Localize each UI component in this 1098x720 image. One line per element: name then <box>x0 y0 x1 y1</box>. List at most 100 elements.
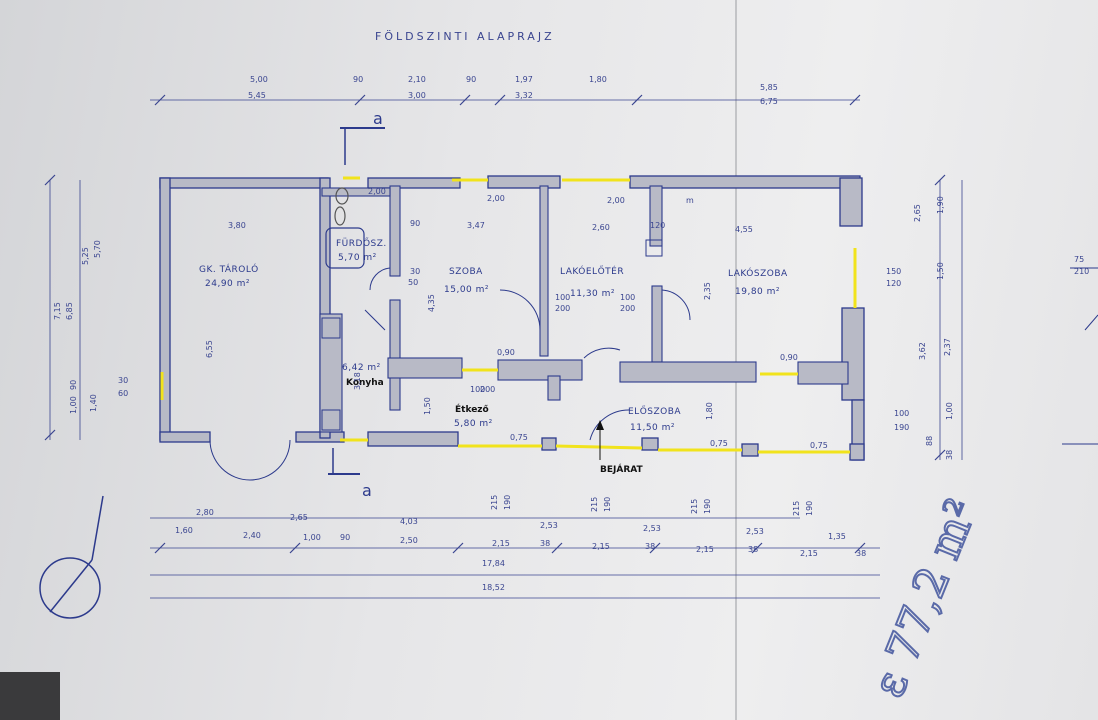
dim-right-7: 2,37 <box>943 338 952 356</box>
partial-drawing-right <box>1062 267 1098 445</box>
bathroom-fixtures <box>325 187 365 269</box>
dim-bottom-20: 38 <box>856 549 866 558</box>
dim-bottom-2: 2,65 <box>290 513 308 522</box>
dim-inner-1: 3,80 <box>228 221 246 230</box>
plan-title: FÖLDSZINTI ALAPRAJZ <box>375 30 555 43</box>
opening-3-w: 190 <box>703 499 712 514</box>
dim-left-3: 5,25 <box>81 247 90 265</box>
dim-top-2: 90 <box>353 75 363 84</box>
dim-inner-23: 100 <box>470 385 485 394</box>
dim-top-1: 5,00 <box>250 75 268 84</box>
dim-left-7: 1,00 <box>69 396 78 414</box>
dim-inner-21: 100 <box>620 293 635 302</box>
dim-inner-9: 0,90 <box>497 348 515 357</box>
section-marker-label-top: a <box>373 109 383 128</box>
dim-bottom-7: 1,35 <box>828 532 846 541</box>
dim-inner-15: 1,80 <box>705 402 714 420</box>
hall-label: LAKÓELŐTÉR <box>560 265 624 277</box>
table-corner <box>0 672 60 720</box>
dim-top-11: 6,75 <box>760 97 778 106</box>
dim-inner-26: 120 <box>650 221 665 230</box>
dim-right-10: 88 <box>925 436 934 446</box>
dim-left-1: 7,15 <box>53 302 62 320</box>
opening-3-h: 215 <box>690 499 699 514</box>
dim-right-2: 1,90 <box>936 196 945 214</box>
dim-right-3: 150 <box>886 267 901 276</box>
outer-walls <box>159 175 865 461</box>
dim-inner-5: 2,00 <box>368 187 386 196</box>
paper-fold <box>735 0 737 720</box>
dim-bottom-17: 2,15 <box>696 545 714 554</box>
storage-area: 24,90 m² <box>205 279 250 289</box>
bottom-dimensions: 2,80 2,65 4,03 2,53 2,53 2,53 1,35 1,60 … <box>175 508 866 592</box>
dim-right-8: 100 <box>894 409 909 418</box>
entrance-arrow <box>596 420 604 460</box>
right-dimensions: 2,65 1,90 150 120 1,50 3,62 2,37 100 190… <box>886 196 954 460</box>
entrance-hall-label: ELŐSZOBA <box>628 406 681 417</box>
dim-top-8: 5,45 <box>248 91 266 100</box>
room-area: 15,00 m² <box>444 285 489 295</box>
top-dimensions: 5,00 90 2,10 90 1,97 1,80 5,85 5,45 3,00… <box>248 75 778 106</box>
opening-4-h: 215 <box>792 501 801 516</box>
dim-inner-19: 100 <box>555 293 570 302</box>
kitchen-label: Konyha <box>346 378 384 388</box>
left-dimensions: 7,15 6,85 5,25 5,70 6,55 1,40 1,00 90 30… <box>53 240 214 414</box>
dim-bottom-6: 2,53 <box>746 527 764 536</box>
dim-inner-22: 200 <box>620 304 635 313</box>
dim-right-9: 190 <box>894 423 909 432</box>
dim-inner-12: 0,75 <box>710 439 728 448</box>
dim-bottom-13: 2,15 <box>492 539 510 548</box>
storage-label: GK. TÁROLÓ <box>199 263 259 275</box>
dim-bottom-4: 2,53 <box>540 521 558 530</box>
dim-inner-14: 1,50 <box>423 397 432 415</box>
dim-right-12: 38 <box>945 450 954 460</box>
dimension-lines <box>49 99 963 599</box>
dim-bottom-5: 2,53 <box>643 524 661 533</box>
inner-dimensions: 3,80 3,47 2,60 4,55 2,00 2,00 2,00 m 0,9… <box>228 187 1089 450</box>
section-marker-label-bottom: a <box>362 481 372 500</box>
dim-inner-25: 90 <box>410 219 420 228</box>
opening-heights: 215 190 215 190 215 190 215 190 <box>490 495 814 516</box>
dim-left-4: 5,70 <box>93 240 102 258</box>
inner-walls <box>319 185 849 433</box>
dim-top-5: 1,97 <box>515 75 533 84</box>
section-marker-bottom: a <box>328 448 372 500</box>
living-label: LAKÓSZOBA <box>728 267 788 279</box>
dim-bottom-9: 2,40 <box>243 531 261 540</box>
dim-top-10: 3,32 <box>515 91 533 100</box>
dim-bottom-8: 1,60 <box>175 526 193 535</box>
dim-left-5: 6,55 <box>205 340 214 358</box>
dim-bottom-12: 2,50 <box>400 536 418 545</box>
stair-box <box>645 239 663 257</box>
dim-inner-30: 210 <box>1074 267 1089 276</box>
opening-1-w: 190 <box>503 495 512 510</box>
living-area: 19,80 m² <box>735 287 780 297</box>
dim-top-9: 3,00 <box>408 91 426 100</box>
dim-top-7: 5,85 <box>760 83 778 92</box>
dim-inner-18: 2,35 <box>703 282 712 300</box>
dim-inner-17: 4,35 <box>427 294 436 312</box>
opening-4-w: 190 <box>805 501 814 516</box>
dim-total-2: 18,52 <box>482 583 505 592</box>
dim-bottom-3: 4,03 <box>400 517 418 526</box>
bathroom-area: 5,70 m² <box>338 253 377 263</box>
dim-inner-11: 0,75 <box>510 433 528 442</box>
dim-inner-2: 3,47 <box>467 221 485 230</box>
dim-right-5: 1,50 <box>936 262 945 280</box>
dim-inner-13: 0,75 <box>810 441 828 450</box>
north-arrow <box>39 495 104 619</box>
dim-right-4: 120 <box>886 279 901 288</box>
hall-area: 11,30 m² <box>570 289 615 299</box>
dim-top-3: 2,10 <box>408 75 426 84</box>
dim-inner-3: 2,60 <box>592 223 610 232</box>
highlighted-windows <box>160 176 857 454</box>
dim-inner-4: 4,55 <box>735 225 753 234</box>
dim-left-10: 60 <box>118 389 128 398</box>
opening-1-h: 215 <box>490 495 499 510</box>
dim-bottom-18: 38 <box>748 545 758 554</box>
dim-left-8: 90 <box>69 380 78 390</box>
dim-inner-7: 2,00 <box>607 196 625 205</box>
dim-right-1: 2,65 <box>913 204 922 222</box>
dim-inner-27: 30 <box>410 267 420 276</box>
